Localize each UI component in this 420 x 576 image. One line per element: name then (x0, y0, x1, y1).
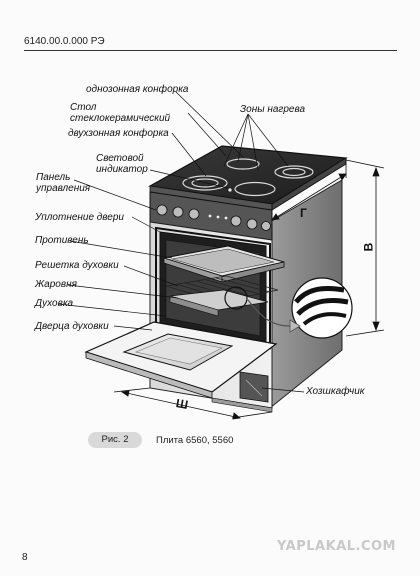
knob-3 (188, 208, 200, 220)
callout-storage-drawer: Хозшкафчик (306, 386, 365, 397)
callout-oven-rack: Решетка духовки (35, 260, 119, 271)
knob-2 (172, 206, 184, 218)
height-dimension (345, 159, 385, 337)
detail-magnifier (224, 286, 248, 310)
dimension-label-width: Ш (174, 396, 190, 412)
site-watermark: YAPLAKAL.COM (277, 539, 396, 554)
callout-door-seal: Уплотнение двери (35, 212, 124, 223)
roasting-pan-drawing (169, 289, 269, 317)
header-divider (24, 50, 397, 51)
callout-oven: Духовка (35, 298, 74, 309)
knob-4 (230, 215, 242, 227)
burner-rear-left (226, 158, 260, 170)
callout-single-zone-burner: однозонная конфорка (86, 84, 189, 95)
width-dimension (113, 387, 273, 420)
callout-dual-zone-burner: двухзонная конфорка (68, 128, 169, 139)
page-number: 8 (22, 552, 28, 563)
burner-rear-right (274, 165, 314, 179)
rack-detail-inset (247, 277, 353, 339)
callout-roasting-pan: Жаровня (35, 279, 77, 290)
light-indicator-dot (228, 188, 232, 192)
callout-oven-door: Дверца духовки (35, 321, 109, 332)
hob-burners (182, 158, 314, 197)
document-code: 6140.00.0.000 РЭ (24, 36, 105, 47)
oven-door-drawing (84, 321, 278, 399)
burner-front-right (234, 181, 276, 197)
callout-baking-tray: Противень (35, 235, 89, 246)
knob-1 (156, 204, 168, 216)
figure-number-badge: Рис. 2 (88, 432, 142, 448)
callout-control-panel: Панель управления (36, 172, 91, 194)
dimension-label-depth: Г (300, 206, 307, 220)
knob-5 (246, 218, 258, 230)
callout-light-indicator: Световой индикатор (96, 153, 148, 175)
storage-drawer-drawing (211, 371, 273, 413)
callout-glass-ceramic-top: Стол стеклокерамический (70, 102, 171, 124)
figure-caption: Плита 6560, 5560 (156, 435, 234, 446)
dimension-label-height: В (361, 242, 376, 252)
callout-heating-zones: Зоны нагрева (240, 104, 306, 115)
burner-front-left (182, 175, 228, 191)
knob-6 (261, 221, 271, 231)
baking-tray-drawing (163, 245, 285, 283)
callout-leaders (57, 91, 305, 393)
control-knobs (156, 204, 271, 231)
depth-dimension (271, 158, 347, 226)
